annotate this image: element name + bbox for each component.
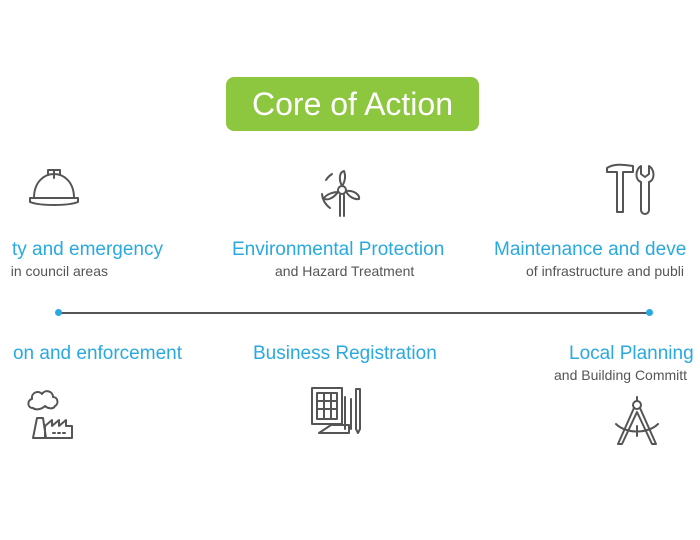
hammer-wrench-icon: [605, 162, 659, 221]
timeline-dot-right: [646, 309, 653, 316]
bottom-title-enforcement: on and enforcement: [12, 343, 182, 364]
timeline-divider: [58, 312, 650, 314]
top-title-safety: ty and emergency: [11, 239, 163, 260]
bottom-subtitle-planning: and Building Committ: [554, 367, 688, 383]
bottom-title-planning: Local Planning: [569, 343, 694, 364]
factory-icon: [25, 388, 75, 445]
drafting-compass-icon: [612, 396, 662, 453]
calculator-icon: [309, 385, 363, 442]
top-title-maintenance: Maintenance and deve: [494, 239, 687, 260]
title-badge: Core of Action: [226, 77, 479, 131]
timeline-dot-left: [55, 309, 62, 316]
top-subtitle-environmental: and Hazard Treatment: [275, 263, 415, 279]
top-subtitle-safety: in council areas: [10, 263, 108, 279]
bottom-title-business: Business Registration: [253, 343, 437, 364]
top-subtitle-maintenance: of infrastructure and publi: [526, 263, 684, 279]
wind-turbine-icon: [318, 168, 366, 223]
top-title-environmental: Environmental Protection: [232, 239, 445, 260]
hard-hat-icon: [28, 168, 80, 215]
